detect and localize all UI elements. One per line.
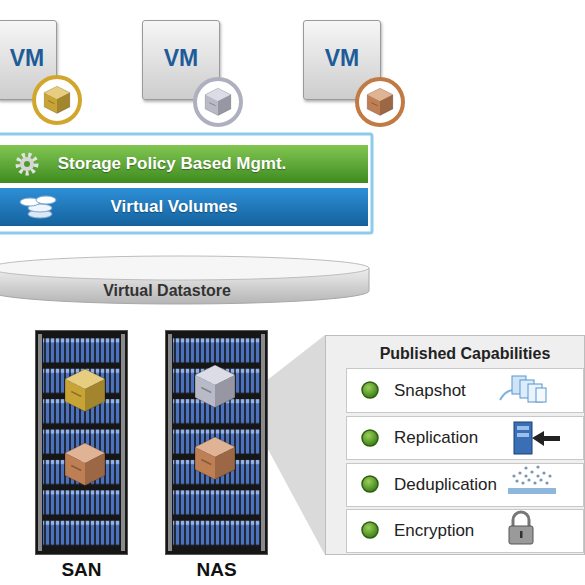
icon-part — [508, 488, 556, 494]
node-label: Encryption — [394, 521, 474, 541]
icon-part — [515, 479, 518, 482]
icon-part — [532, 431, 560, 446]
volumes-band: Virtual Volumes — [0, 188, 368, 226]
icon-part — [20, 198, 40, 206]
rack-label: SAN — [26, 559, 137, 581]
icon-part — [530, 470, 533, 473]
icon-part — [524, 466, 527, 469]
status-dot — [362, 430, 378, 446]
icon-part — [36, 196, 56, 204]
icon-part — [521, 481, 524, 484]
icon-part — [517, 426, 529, 430]
capabilities-panel: Published CapabilitiesSnapshotReplicatio… — [325, 335, 585, 555]
icon-part — [173, 334, 260, 551]
icon-part — [545, 481, 548, 484]
icon-part — [533, 481, 536, 484]
node-label: Snapshot — [394, 381, 466, 401]
node-label: VM — [304, 45, 380, 72]
icon-part — [518, 471, 521, 474]
volume-cube — [65, 369, 105, 412]
icon-part — [517, 433, 529, 437]
replication-icon — [514, 422, 560, 454]
status-dot — [362, 522, 378, 538]
callout-wedge — [268, 335, 325, 555]
nas-drives — [168, 334, 265, 551]
node-label: Deduplication — [394, 475, 497, 495]
icon-part — [20, 157, 34, 171]
icon-part — [205, 88, 231, 115]
icon-part — [527, 478, 530, 481]
vm-box: VM — [0, 20, 57, 100]
icon-part — [261, 334, 265, 551]
lock-icon — [509, 512, 533, 544]
icon-part — [44, 86, 70, 113]
snapshot-icon — [500, 376, 546, 402]
icon-part — [520, 380, 534, 398]
node-label: VM — [0, 45, 56, 72]
datastore-disk: Virtual Datastore — [0, 255, 370, 305]
icon-part — [536, 388, 546, 402]
icon-part — [43, 334, 120, 551]
volume-cube — [195, 437, 235, 480]
storage-rack: SAN — [35, 330, 128, 555]
icon-part — [195, 79, 241, 125]
icon-part — [28, 204, 52, 212]
vm-badge — [34, 77, 80, 123]
icon-part — [367, 88, 393, 115]
icon-part — [524, 474, 527, 477]
icon-part — [512, 474, 515, 477]
capability-row: Replication — [346, 416, 584, 460]
panel-heading: Published Capabilities — [346, 345, 584, 363]
policy-band: Storage Policy Based Mgmt. — [0, 145, 368, 183]
icon-part — [38, 334, 42, 551]
icon-part — [18, 155, 36, 173]
icon-part — [500, 390, 520, 400]
node-label: Virtual Datastore — [0, 282, 370, 300]
capability-row: Snapshot — [346, 368, 584, 413]
status-dot — [362, 382, 378, 398]
rack-label: NAS — [156, 559, 277, 581]
icon-part — [509, 526, 533, 544]
san-drives — [38, 334, 125, 551]
icon-part — [542, 471, 545, 474]
icon-part — [28, 210, 52, 218]
deduplication-icon — [508, 465, 556, 494]
node-label: Storage Policy Based Mgmt. — [58, 154, 287, 174]
capability-row: Encryption — [346, 509, 584, 553]
status-dot — [362, 476, 378, 492]
gear-icon — [18, 155, 36, 173]
storage-rack: NAS — [165, 330, 268, 555]
icon-part — [536, 465, 539, 468]
volume-cube — [195, 365, 235, 408]
icon-part — [168, 334, 172, 551]
icon-part — [548, 474, 551, 477]
vm-badge — [357, 79, 403, 125]
disk-stack-icon — [20, 196, 56, 218]
vm-box: VM — [303, 20, 381, 100]
icon-part — [513, 512, 529, 527]
icon-part — [357, 79, 403, 125]
vm-badge — [195, 79, 241, 125]
policy-container — [0, 134, 372, 233]
vm-box: VM — [142, 20, 220, 100]
icon-part — [121, 334, 125, 551]
icon-part — [528, 384, 542, 402]
icon-part — [520, 531, 523, 538]
icon-part — [512, 376, 526, 394]
node-label: Replication — [394, 428, 478, 448]
wedge-fill — [268, 335, 325, 555]
icon-part — [514, 422, 532, 454]
node-label: Virtual Volumes — [111, 197, 238, 217]
node-label: VM — [143, 45, 219, 72]
icon-part — [24, 161, 30, 167]
icon-part — [512, 465, 551, 484]
icon-part — [539, 478, 542, 481]
icon-part — [34, 77, 80, 123]
capability-row: Deduplication — [346, 463, 584, 507]
volume-cube — [65, 443, 105, 486]
icon-part — [536, 474, 539, 477]
